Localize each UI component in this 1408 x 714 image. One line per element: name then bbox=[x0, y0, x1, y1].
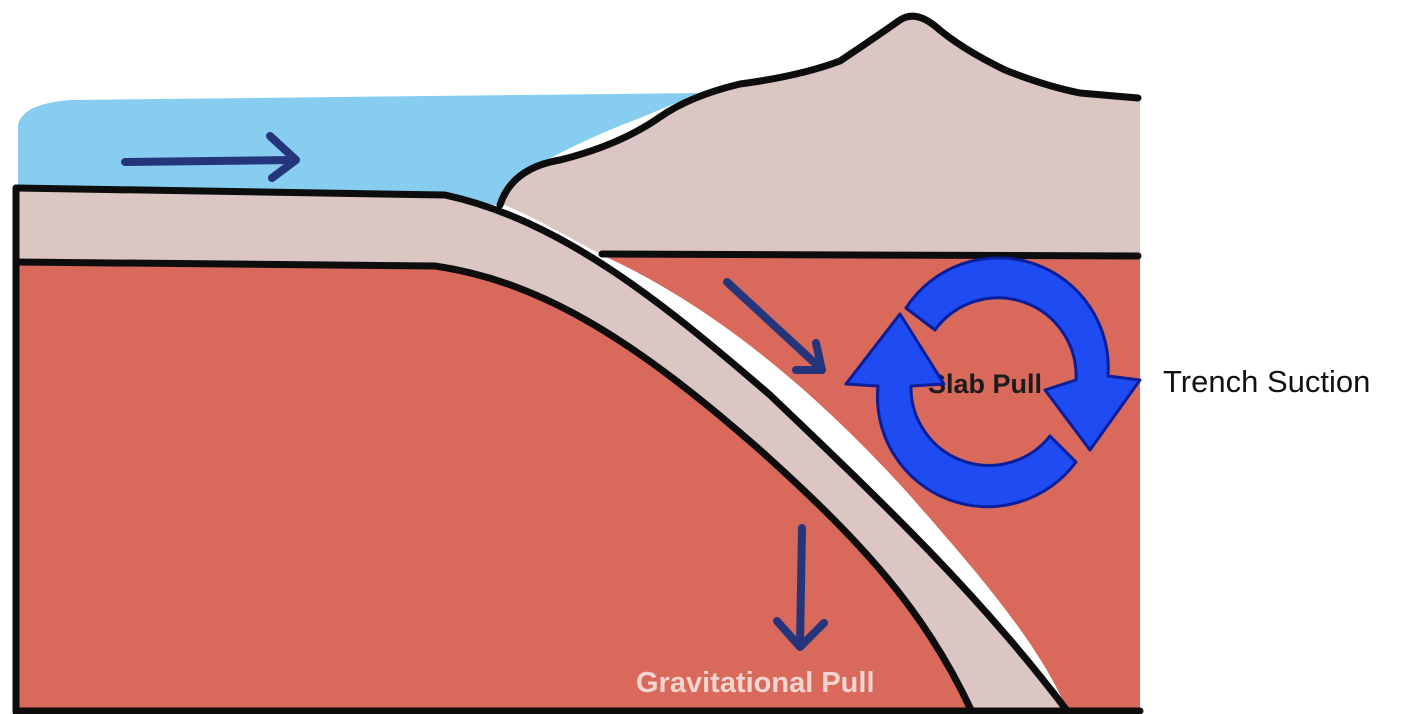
crust-base-outline bbox=[602, 254, 1138, 256]
gravitational-pull-label: Gravitational Pull bbox=[636, 667, 875, 699]
continental-plate bbox=[502, 16, 1140, 256]
trench-suction-label: Trench Suction bbox=[1163, 364, 1370, 400]
